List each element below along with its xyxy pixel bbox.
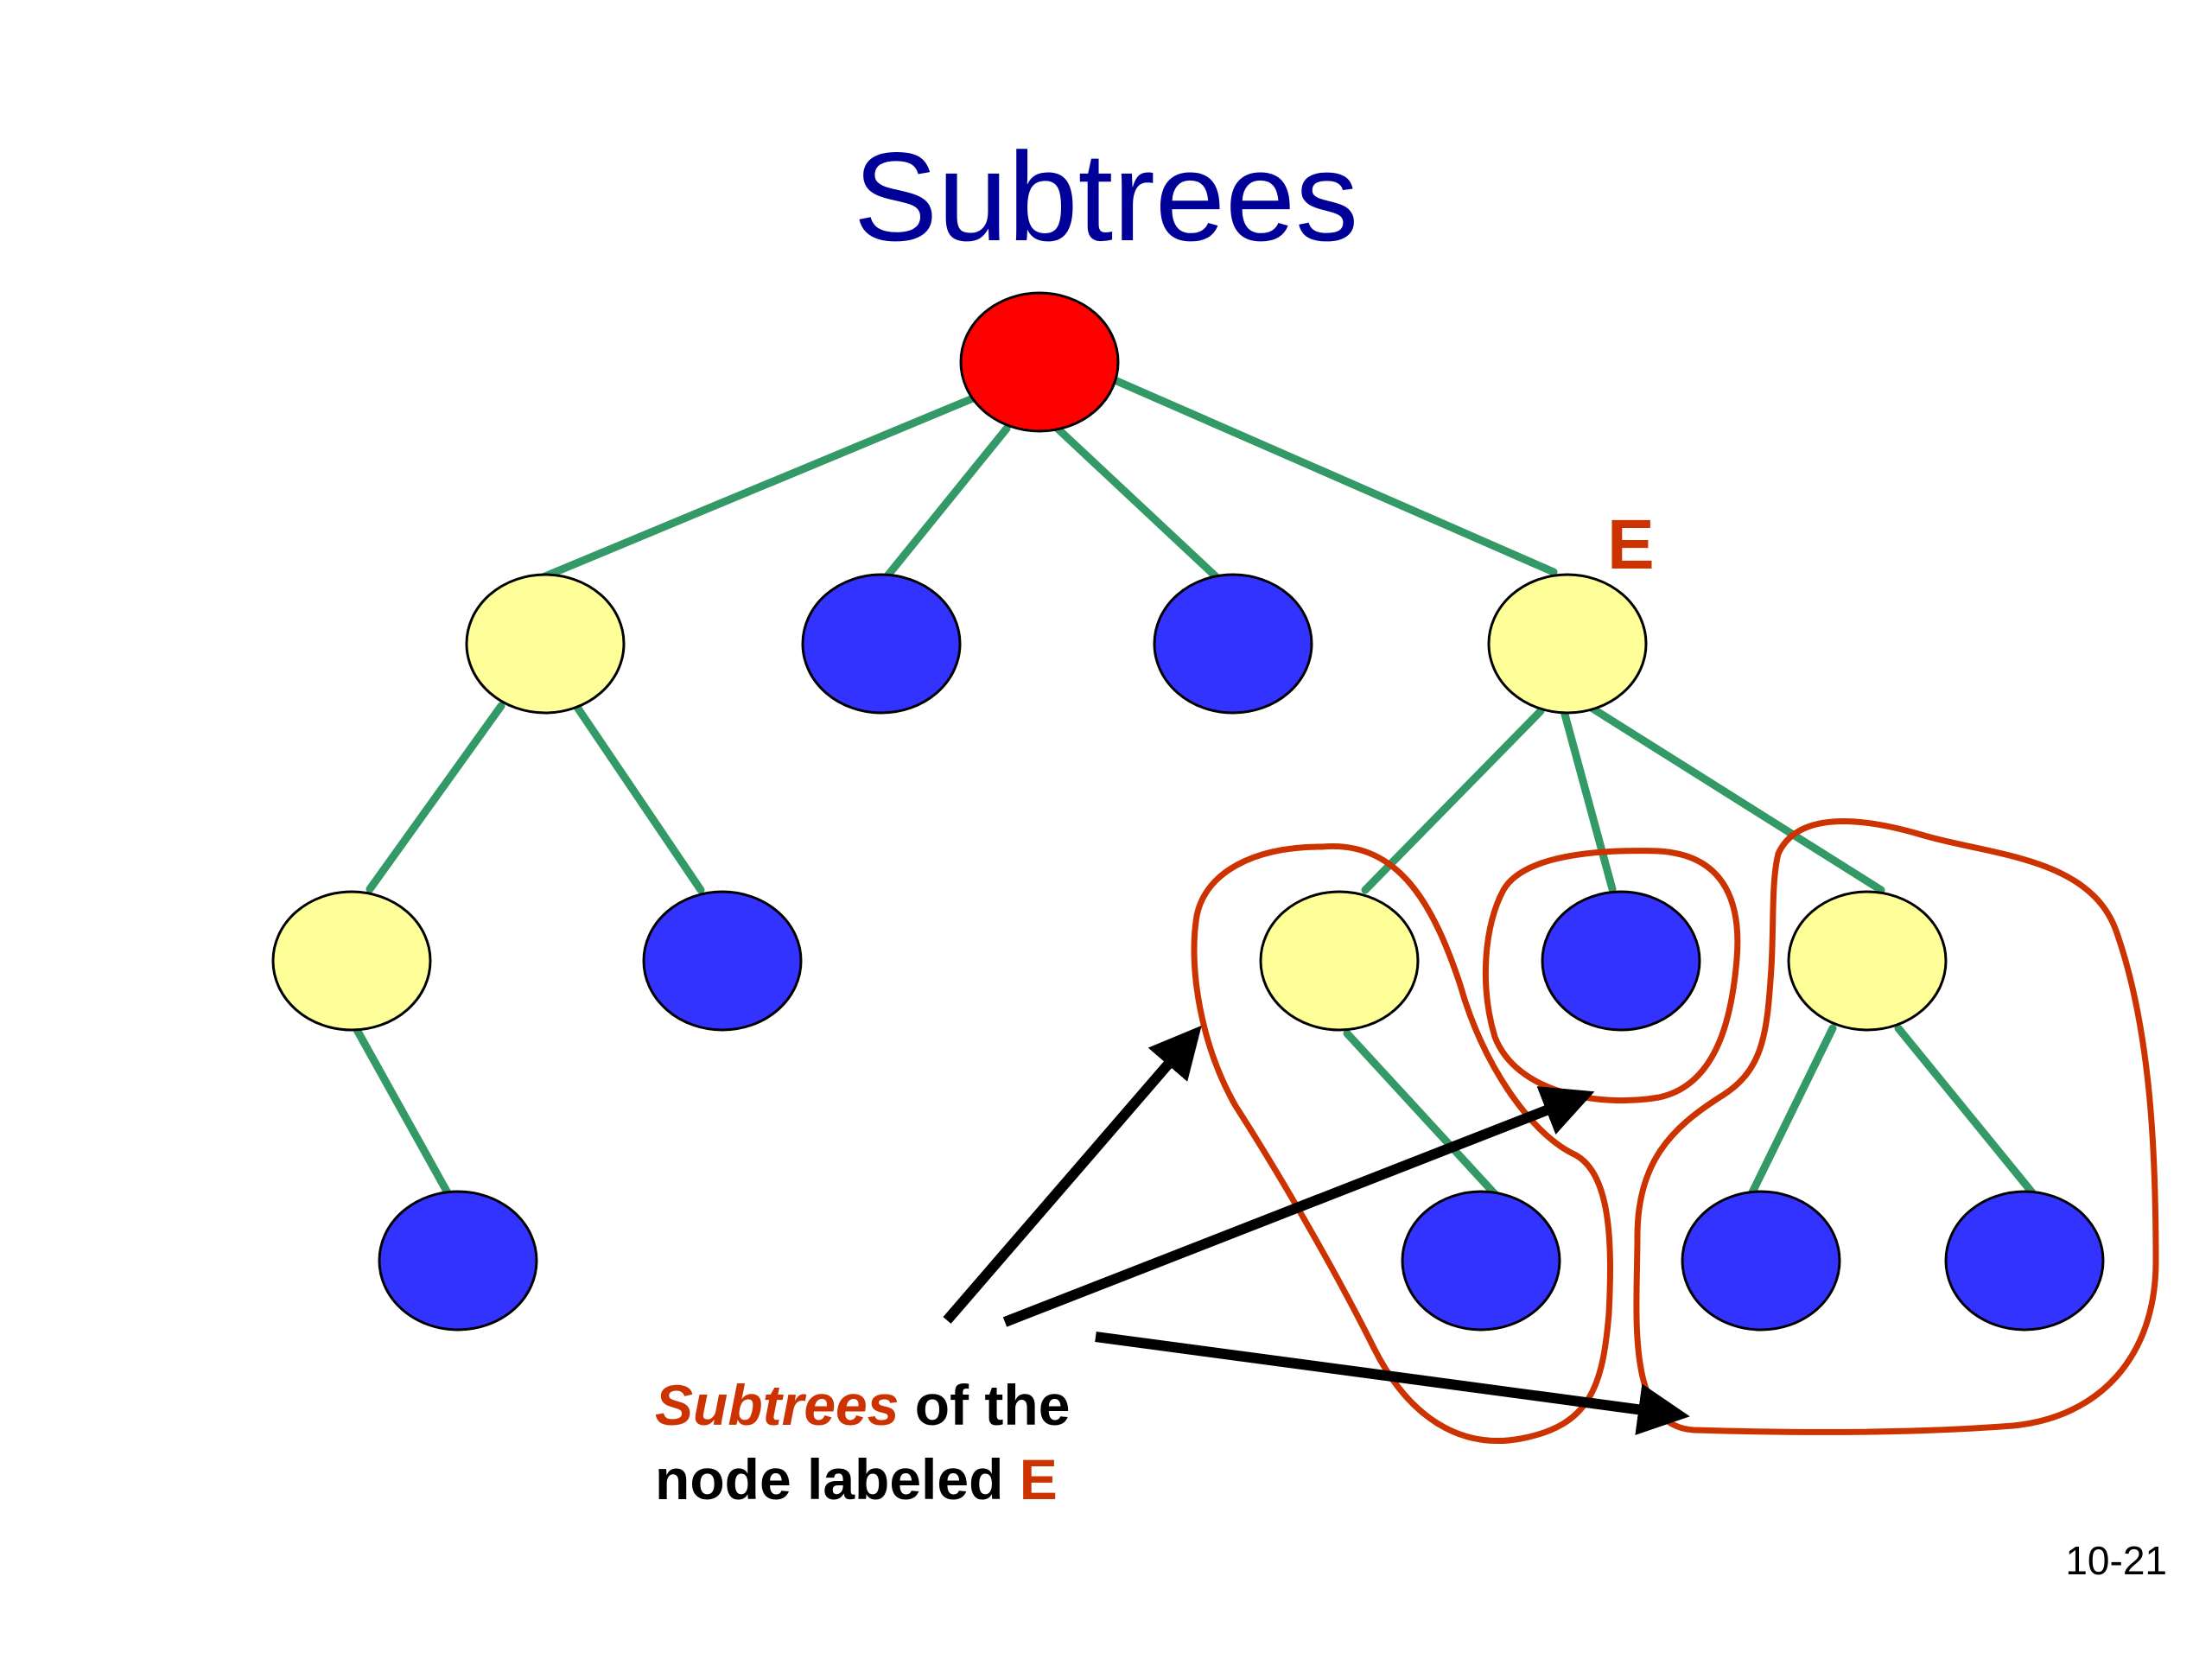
tree-nodes	[271, 291, 2105, 1332]
edge-root-c	[1053, 424, 1222, 582]
node-j	[1787, 890, 1948, 1032]
arrow-to-subtree-h	[943, 1025, 1202, 1324]
edge-root-a	[537, 394, 977, 582]
slide-title: Subtrees	[854, 126, 1358, 267]
node-i	[1541, 890, 1701, 1032]
arrow-to-subtree-i	[1002, 1086, 1595, 1327]
node-m	[1944, 1190, 2105, 1332]
caption-node-labeled: node labeled	[655, 1447, 1020, 1511]
node-d	[271, 890, 432, 1032]
edge-j-m	[1894, 1024, 2039, 1200]
edge-j-l	[1746, 1024, 1837, 1200]
caption-emphasis-subtrees: Subtrees	[655, 1373, 899, 1437]
node-k	[1401, 1190, 1561, 1332]
edge-e-h	[1361, 707, 1545, 894]
node-c	[1153, 573, 1313, 715]
edge-d-g	[352, 1024, 454, 1200]
subtree-outline-i	[1482, 848, 1741, 1104]
node-h	[1259, 890, 1420, 1032]
caption-line-1: Subtrees of the	[655, 1373, 1070, 1437]
edge-a-d	[365, 702, 505, 893]
node-root	[959, 291, 1120, 433]
subtree-outline-j	[1633, 818, 2159, 1435]
edge-h-k	[1343, 1029, 1501, 1200]
edge-e-i	[1560, 707, 1617, 893]
page-number: 10-21	[2065, 1538, 2167, 1583]
caption-emphasis-e: E	[1020, 1447, 1058, 1511]
edge-a-f	[572, 702, 705, 894]
node-b	[801, 573, 962, 715]
caption-of-the: of the	[899, 1373, 1070, 1437]
node-l	[1681, 1190, 1841, 1332]
edge-e-j	[1586, 702, 1885, 894]
node-e-label: E	[1607, 505, 1655, 584]
node-e	[1487, 573, 1648, 715]
node-g	[378, 1190, 538, 1332]
tree-edges	[352, 375, 2039, 1200]
subtree-outlines	[1191, 818, 2159, 1444]
edge-root-b	[881, 424, 1011, 582]
pointer-arrows	[943, 1025, 1690, 1435]
subtree-outline-h	[1191, 842, 1613, 1444]
arrow-to-subtree-j	[1095, 1332, 1690, 1435]
node-f	[642, 890, 803, 1032]
caption-line-2: node labeled E	[655, 1447, 1058, 1511]
edge-root-e	[1109, 375, 1558, 576]
node-a	[465, 573, 626, 715]
